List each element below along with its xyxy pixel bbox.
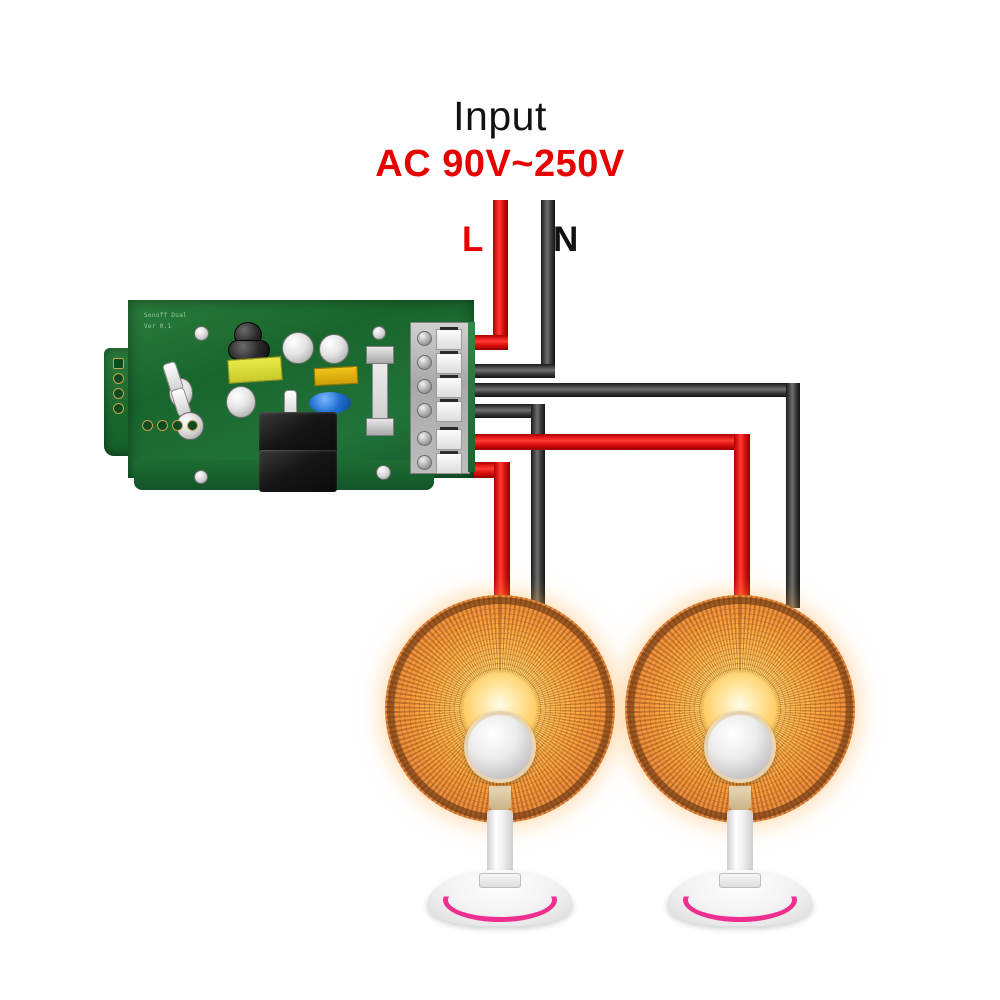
pcb-silkscreen-line-2: Ver 0.1 [144,323,172,330]
heater-lamp-stem [489,786,511,813]
terminal-screw-5[interactable] [417,431,432,446]
pcb-silkscreen-line-1: Sonoff Dual [144,312,188,319]
neutral-out-1-wire-horizontal [455,404,545,418]
terminal-screw-1[interactable] [417,331,432,346]
terminal-slot-1[interactable] [436,327,462,350]
neutral-out-2-wire-horizontal [455,383,800,397]
live-out-2-wire-horizontal [455,434,750,450]
header-pin-4[interactable] [113,403,124,414]
heater-center-hub [464,710,536,783]
electrolytic-cap-3 [226,386,256,418]
screw-terminal-block[interactable] [410,322,470,474]
terminal-slot-2[interactable] [436,351,462,374]
terminal-screw-2[interactable] [417,355,432,370]
smart-switch-pcb[interactable]: Sonoff Dual Ver 0.1 [104,300,475,500]
live-out-1-wire-vertical [494,462,510,614]
header-pin-7[interactable] [172,420,183,431]
terminal-screw-4[interactable] [417,403,432,418]
live-out-2-wire-vertical [734,434,750,614]
solder-pad-small-2 [372,326,386,340]
terminal-slot-5[interactable] [436,427,462,450]
header-pin-1[interactable] [113,358,124,369]
heater-lamp-stem [729,786,751,813]
solder-pad-small-4 [376,465,391,480]
header-pin-2[interactable] [113,373,124,384]
orange-capacitor [313,365,359,387]
electrolytic-cap-2 [319,334,349,364]
solder-pad-small-1 [194,326,209,341]
fuse-clip-top [366,346,394,364]
blue-disc-capacitor [309,392,351,414]
neutral-wire-label: N [553,220,579,259]
neutral-in-wire-vertical [541,200,555,378]
header-pin-6[interactable] [157,420,168,431]
fuse-clip-bottom [366,418,394,436]
neutral-out-2-wire-vertical [786,383,800,608]
heater-base-control[interactable] [719,873,761,888]
terminal-screw-3[interactable] [417,379,432,394]
terminal-slot-3[interactable] [436,375,462,398]
header-pin-3[interactable] [113,388,124,399]
halogen-heater-left[interactable] [379,589,621,926]
neutral-in-wire-elbow [455,364,555,378]
neutral-out-1-wire-vertical [531,404,545,609]
electrolytic-cap-1 [282,332,314,364]
live-wire-label: L [462,220,484,259]
input-title: Input [453,93,547,139]
halogen-heater-right[interactable] [619,589,861,926]
live-in-wire-vertical [493,200,508,350]
pcb-right-edge-strip [468,322,475,472]
relay-2 [259,450,337,492]
header-pin-8[interactable] [187,420,198,431]
relay-1 [259,412,337,456]
terminal-slot-6[interactable] [436,451,462,474]
terminal-slot-4[interactable] [436,399,462,422]
heater-center-hub [704,710,776,783]
yellow-capacitor [227,356,283,384]
terminal-screw-6[interactable] [417,455,432,470]
header-pin-5[interactable] [142,420,153,431]
heater-base-control[interactable] [479,873,521,888]
solder-pad-small-3 [194,470,208,484]
input-voltage-label: AC 90V~250V [375,143,625,185]
